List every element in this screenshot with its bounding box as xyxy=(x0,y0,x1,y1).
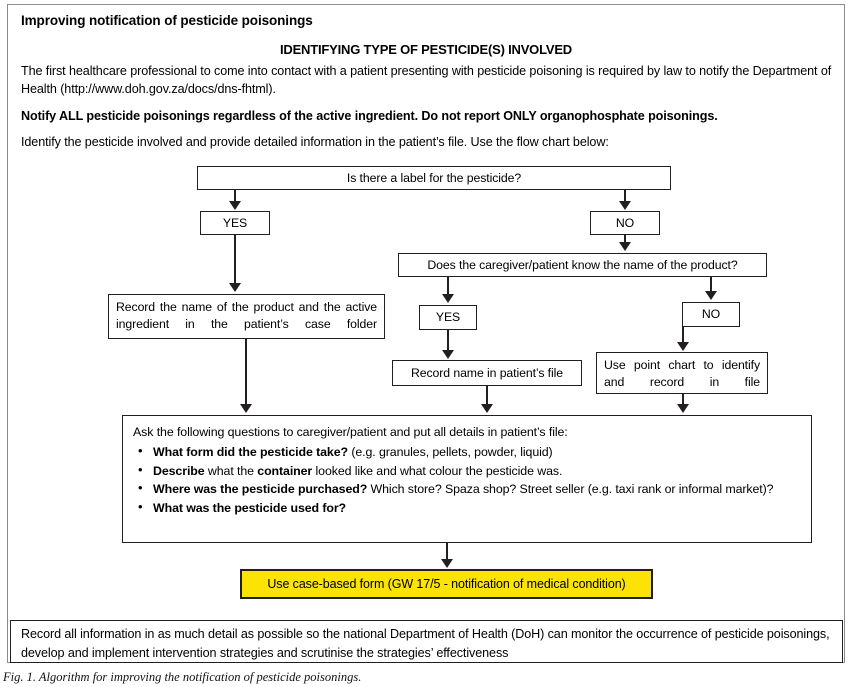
list-item: What was the pesticide used for? xyxy=(138,498,801,518)
figure-caption: Fig. 1. Algorithm for improving the noti… xyxy=(3,670,362,684)
flow-node-ask-questions: Ask the following questions to caregiver… xyxy=(122,415,812,543)
flow-node-record-name: Record name in patient’s file xyxy=(392,360,582,386)
flow-node-no-1: NO xyxy=(590,211,660,235)
arrowhead-ask-to-final xyxy=(441,559,453,568)
flow-node-yes-1: YES xyxy=(200,211,270,235)
flow-node-final-action: Use case-based form (GW 17/5 - notificat… xyxy=(240,569,653,599)
connector-no1-to-question2 xyxy=(624,235,626,243)
arrowhead-question2-to-no2 xyxy=(705,291,717,300)
ask-item-0-rest: (e.g. granules, pellets, powder, liquid) xyxy=(347,445,553,459)
list-item: Where was the pesticide purchased? Which… xyxy=(138,479,801,499)
connector-yes2-to-record-name xyxy=(447,330,449,351)
flow-node-yes-2: YES xyxy=(419,305,477,330)
list-item: Describe what the container looked like … xyxy=(138,461,801,481)
flow-node-question-top: Is there a label for the pesticide? xyxy=(197,166,671,190)
connector-point-chart-to-ask xyxy=(682,394,684,405)
arrowhead-yes2-to-record-name xyxy=(442,350,454,359)
notify-all-paragraph: Notify ALL pesticide poisonings regardle… xyxy=(21,109,718,123)
ask-item-1-bold: Describe xyxy=(153,463,205,478)
arrowhead-no2-to-point-chart xyxy=(677,342,689,351)
connector-top-to-yes1 xyxy=(234,190,236,203)
identify-paragraph: Identify the pesticide involved and prov… xyxy=(21,135,609,149)
connector-question2-to-no2 xyxy=(710,277,712,292)
arrowhead-point-chart-to-ask xyxy=(677,404,689,413)
connector-yes1-to-record-product xyxy=(234,235,236,283)
ask-item-2-rest: Which store? Spaza shop? Street seller (… xyxy=(367,482,774,496)
arrowhead-yes1-to-record-product xyxy=(229,283,241,292)
flow-node-question-2: Does the caregiver/patient know the name… xyxy=(398,253,767,277)
connector-ask-to-final xyxy=(446,543,448,560)
ask-item-2-bold: Where was the pesticide purchased? xyxy=(153,482,368,496)
list-item: What form did the pesticide take? (e.g. … xyxy=(138,442,801,462)
connector-record-name-to-ask xyxy=(486,386,488,405)
section-title: IDENTIFYING TYPE OF PESTICIDE(S) INVOLVE… xyxy=(279,42,573,57)
connector-question2-to-yes2 xyxy=(447,277,449,294)
ask-item-1-bold2: container xyxy=(257,463,313,478)
arrowhead-record-name-to-ask xyxy=(481,404,493,413)
ask-item-0-bold: What form did the pesticide take? xyxy=(153,445,348,459)
intro-paragraph: The first healthcare professional to com… xyxy=(21,64,832,96)
arrowhead-no1-to-question2 xyxy=(619,242,631,251)
connector-record-product-to-ask xyxy=(245,339,247,405)
ask-item-3-bold: What was the pesticide used for? xyxy=(153,500,347,515)
flow-node-record-product: Record the name of the product and the a… xyxy=(108,294,385,339)
arrowhead-question2-to-yes2 xyxy=(442,294,454,303)
page-title: Improving notification of pesticide pois… xyxy=(21,13,313,28)
flow-node-no-2: NO xyxy=(682,302,740,327)
ask-intro-text: Ask the following questions to caregiver… xyxy=(133,425,568,439)
arrowhead-record-product-to-ask xyxy=(240,404,252,413)
arrowhead-top-to-yes1 xyxy=(229,201,241,210)
connector-no2-to-point-chart xyxy=(682,327,684,343)
bottom-note-box: Record all information in as much detail… xyxy=(10,620,843,663)
arrowhead-top-to-no1 xyxy=(619,201,631,210)
ask-item-1-rest2: looked like and what colour the pesticid… xyxy=(312,463,563,478)
ask-question-list: What form did the pesticide take? (e.g. … xyxy=(133,442,801,518)
connector-top-to-no1 xyxy=(624,190,626,203)
ask-item-1-rest: what the xyxy=(204,463,258,478)
flow-node-point-chart: Use point chart to identify and record i… xyxy=(596,352,768,394)
